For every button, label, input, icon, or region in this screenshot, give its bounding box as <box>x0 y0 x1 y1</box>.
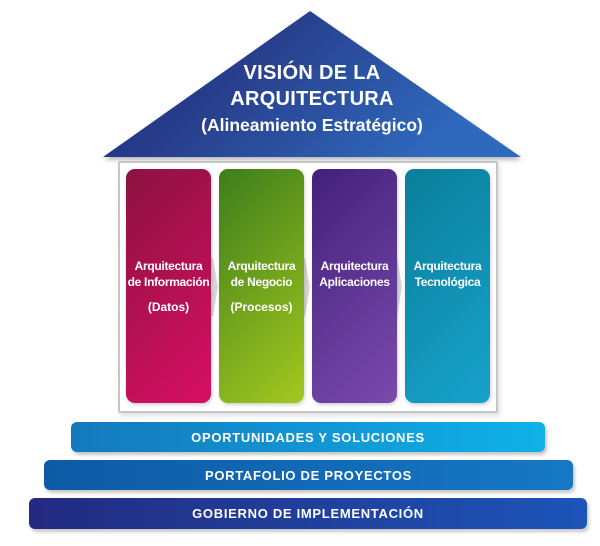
bar-label: PORTAFOLIO DE PROYECTOS <box>204 467 413 483</box>
pillar-label-line2: Aplicaciones <box>319 274 390 289</box>
bar-opportunities-solutions: OPORTUNIDADES Y SOLUCIONES <box>71 422 545 452</box>
bar-label: OPORTUNIDADES Y SOLUCIONES <box>191 429 425 445</box>
pillar-label-sub: (Datos) <box>147 299 190 314</box>
roof-text-block: VISIÓN DE LA ARQUITECTURA (Alineamiento … <box>103 60 521 138</box>
pillar-separator-chevron <box>299 258 310 316</box>
pillar-separator-chevron <box>207 258 218 316</box>
pillar-label-line1: Arquitectura <box>227 258 296 273</box>
pillar-label-sub: (Procesos) <box>230 299 293 314</box>
pillar-label-line2: Tecnológica <box>414 274 481 289</box>
roof-subtitle: (Alineamiento Estratégico) <box>201 115 423 135</box>
pillars-container: Arquitectura de Información (Datos) Arqu… <box>118 161 498 413</box>
roof-title-line1: VISIÓN DE LA <box>243 62 381 84</box>
bar-project-portfolio: PORTAFOLIO DE PROYECTOS <box>44 460 573 490</box>
pillar-business-architecture: Arquitectura de Negocio (Procesos) <box>219 169 304 403</box>
pillar-label-line1: Arquitectura <box>413 258 482 273</box>
pillar-label-line2: de Negocio <box>230 274 293 289</box>
roof-title-line2: ARQUITECTURA <box>230 88 394 110</box>
roof-triangle <box>103 11 521 157</box>
bar-label: GOBIERNO DE IMPLEMENTACIÓN <box>192 506 424 521</box>
pillar-label-line2: de Información <box>127 274 210 289</box>
pillar-label-line1: Arquitectura <box>134 258 203 273</box>
bar-implementation-governance: GOBIERNO DE IMPLEMENTACIÓN <box>29 498 587 529</box>
pillar-applications-architecture: Arquitectura Aplicaciones <box>312 169 397 403</box>
pillar-label-line1: Arquitectura <box>320 258 389 273</box>
pillar-technology-architecture: Arquitectura Tecnológica <box>405 169 490 403</box>
pillar-information-architecture: Arquitectura de Información (Datos) <box>126 169 211 403</box>
